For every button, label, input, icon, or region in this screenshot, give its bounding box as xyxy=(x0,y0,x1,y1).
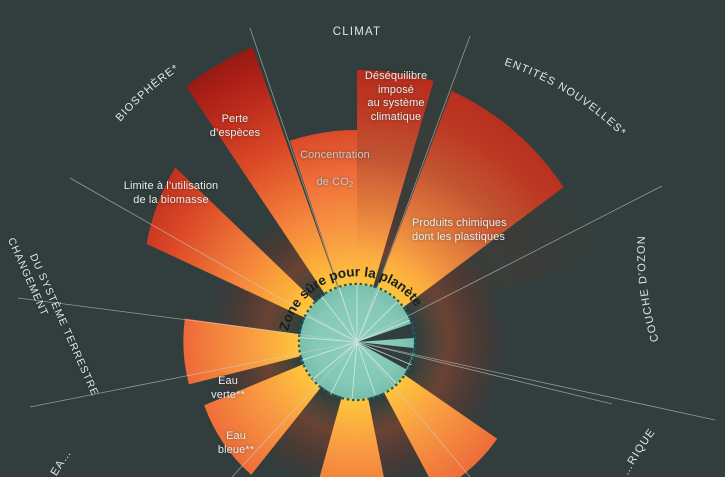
co2-subscript: 2 xyxy=(348,180,354,190)
indicator-label-perte-especes: Perte d’espèces xyxy=(209,113,261,139)
wedge-eau-bleue xyxy=(319,342,384,477)
indicator-label-concentration-co2: Concentration de CO2 xyxy=(280,135,390,190)
sector-divider-lines xyxy=(17,27,716,477)
sector-caption-biosphere: BIOSPHÈRE* xyxy=(114,62,182,124)
indicator-label-limite-biomasse: Limite à l’utilisation de la biomasse xyxy=(123,180,219,206)
notch-ozone-2 xyxy=(357,342,414,370)
indicator-label-eau-bleue: Eau bleue** xyxy=(217,430,255,456)
sector-caption-eau-douce: EA… xyxy=(49,447,75,477)
wedge-limite-biomasse xyxy=(146,167,357,342)
wedge-perte-especes xyxy=(186,46,357,343)
co2-line1: Concentration xyxy=(300,148,370,161)
indicator-label-eau-verte: Eau verte** xyxy=(211,375,245,401)
indicator-label-desequilibre-climatique: Déséquilibre imposé au système climatiqu… xyxy=(364,70,428,123)
safe-boundary-ring xyxy=(297,282,417,402)
smog-veil xyxy=(357,60,620,342)
sector-caption-climat: CLIMAT xyxy=(333,26,382,38)
notch-ozone-1 xyxy=(357,323,414,342)
indicator-label-produits-chimiques: Produits chimiques dont les plastiques xyxy=(412,217,507,243)
co2-line2: de CO2 xyxy=(316,175,354,190)
